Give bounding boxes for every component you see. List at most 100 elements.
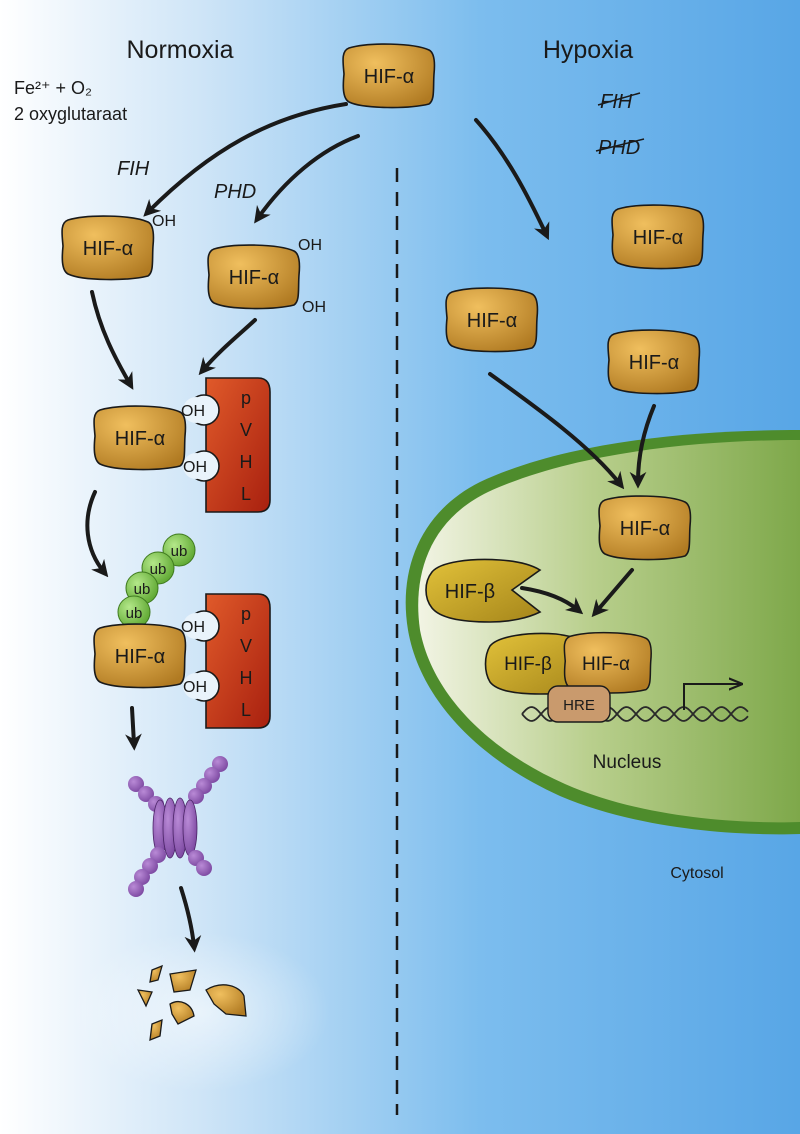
proteasome <box>128 756 228 897</box>
arrow-to-pvhl-2 <box>198 318 257 376</box>
arrow-fih-hydroxylation <box>143 102 348 217</box>
cofactor-oxoglutarate: 2 oxyglutaraat <box>14 104 127 124</box>
cofactor-iron-oxygen: Fe²⁺ + O₂ <box>14 78 92 98</box>
transcription-start-arrow <box>683 684 740 710</box>
hypoxia-title: Hypoxia <box>543 36 633 64</box>
pvhl-protein <box>205 377 271 513</box>
hif-beta-shape <box>425 558 542 623</box>
fih-inactive-label: FIH <box>600 91 633 113</box>
pvhl-complex-2: p V H L HIF-α OH OH <box>93 593 271 729</box>
arrow-to-ubiquitination <box>85 490 109 578</box>
fragment <box>136 989 153 1008</box>
oh-label: OH <box>183 679 207 696</box>
fragment <box>169 969 197 993</box>
phd-strike <box>595 138 645 152</box>
arrow-to-proteasome <box>125 706 142 751</box>
nucleoplasm <box>418 440 800 823</box>
fih-label: FIH <box>117 158 150 180</box>
oh-knob <box>183 453 209 479</box>
pvhl-letter: V <box>240 420 252 440</box>
hif-beta: HIF-β <box>425 558 542 623</box>
polypeptide-bead <box>204 767 220 783</box>
arrow-phd-hydroxylation <box>254 134 360 224</box>
degraded-fragments <box>136 964 247 1042</box>
phd-inactive-label: PHD <box>598 137 640 159</box>
hif-alpha-bound-1: HIF-α <box>93 405 187 471</box>
oh-label-phd-1: OH <box>298 237 322 254</box>
cytosol-label: Cytosol <box>670 865 723 882</box>
hif-alpha-nuclear: HIF-α <box>598 495 692 561</box>
polypeptide-bead <box>134 869 150 885</box>
oh-label: OH <box>183 459 207 476</box>
arrow-nuclear-import-2 <box>629 404 656 489</box>
normoxia-title: Normoxia <box>127 36 234 64</box>
pvhl-letter: p <box>241 604 251 624</box>
arrow-alpha-to-dimer <box>591 568 634 618</box>
polypeptide-bead <box>128 881 144 897</box>
oh-label: OH <box>181 403 205 420</box>
arrow-to-degradation <box>179 886 202 953</box>
hre-element <box>547 685 611 723</box>
hif-alpha-top: HIF-α <box>342 43 436 109</box>
polypeptide-bead <box>128 776 144 792</box>
oh-label-phd-2: OH <box>302 299 326 316</box>
oh-label: OH <box>181 619 205 636</box>
pvhl-complex-1: p V H L HIF-α OH OH <box>93 377 271 513</box>
hif-alpha-dimer-partner: HIF-α <box>563 631 652 694</box>
fragment <box>149 964 163 983</box>
hif-alpha-label: HIF-α <box>115 646 165 668</box>
pvhl-letter: p <box>241 388 251 408</box>
polypeptide-bead <box>142 858 158 874</box>
pvhl-letter: V <box>240 636 252 656</box>
polypeptide-bead <box>196 860 212 876</box>
pvhl-letter: H <box>240 452 253 472</box>
polypeptide-bead <box>150 847 166 863</box>
ubiquitin-label: ub <box>126 605 143 622</box>
oh-label-fih: OH <box>152 213 176 230</box>
polypeptide-bead <box>138 786 154 802</box>
hre-label: HRE <box>563 697 595 714</box>
fragment <box>149 1018 163 1042</box>
hif-alpha-phd-hydroxylated: HIF-α <box>207 244 301 310</box>
hif-alpha-label: HIF-α <box>629 352 679 374</box>
hif-alpha-label: HIF-α <box>83 238 133 260</box>
phd-label: PHD <box>214 181 256 203</box>
hif-dimer: HIF-β HIF-α HRE <box>484 631 652 723</box>
hif-beta-label: HIF-β <box>504 654 552 675</box>
oh-knob <box>183 613 209 639</box>
polypeptide-bead <box>212 756 228 772</box>
ubiquitin-label: ub <box>171 543 188 560</box>
pvhl-protein <box>205 593 271 729</box>
nucleus-label: Nucleus <box>593 752 662 773</box>
fragment <box>169 1001 195 1025</box>
pvhl-letter: H <box>240 668 253 688</box>
hif-alpha-label: HIF-α <box>115 428 165 450</box>
polypeptide-bead <box>188 788 204 804</box>
hif-alpha-stable-2: HIF-α <box>445 287 539 353</box>
oh-knob <box>183 397 209 423</box>
hif-alpha-label: HIF-α <box>364 66 414 88</box>
arrow-to-pvhl-1 <box>90 290 134 390</box>
arrow-nuclear-import-1 <box>488 372 625 490</box>
arrow-beta-to-dimer <box>520 586 584 615</box>
arrow-hypoxia-stabilization <box>474 118 550 241</box>
fih-strike <box>597 92 641 106</box>
proteasome-ring <box>182 799 198 857</box>
hif-alpha-label: HIF-α <box>620 518 670 540</box>
pvhl-letter: L <box>241 700 251 720</box>
hif-alpha-stable-3: HIF-α <box>607 329 701 395</box>
fragment <box>205 984 247 1017</box>
hif-alpha-stable-1: HIF-α <box>611 204 705 270</box>
ubiquitin-label: ub <box>150 561 167 578</box>
hif-alpha-label: HIF-α <box>229 267 279 289</box>
oh-knob <box>183 673 209 699</box>
pvhl-letter: L <box>241 484 251 504</box>
hif-alpha-label: HIF-α <box>467 310 517 332</box>
hif-beta-label: HIF-β <box>445 581 495 603</box>
hif-alpha-label: HIF-α <box>582 654 630 675</box>
ubiquitin-chain: ub ub ub <box>117 533 196 629</box>
hif-alpha-fih-hydroxylated: HIF-α <box>61 215 155 281</box>
degradation-glow <box>70 932 330 1092</box>
